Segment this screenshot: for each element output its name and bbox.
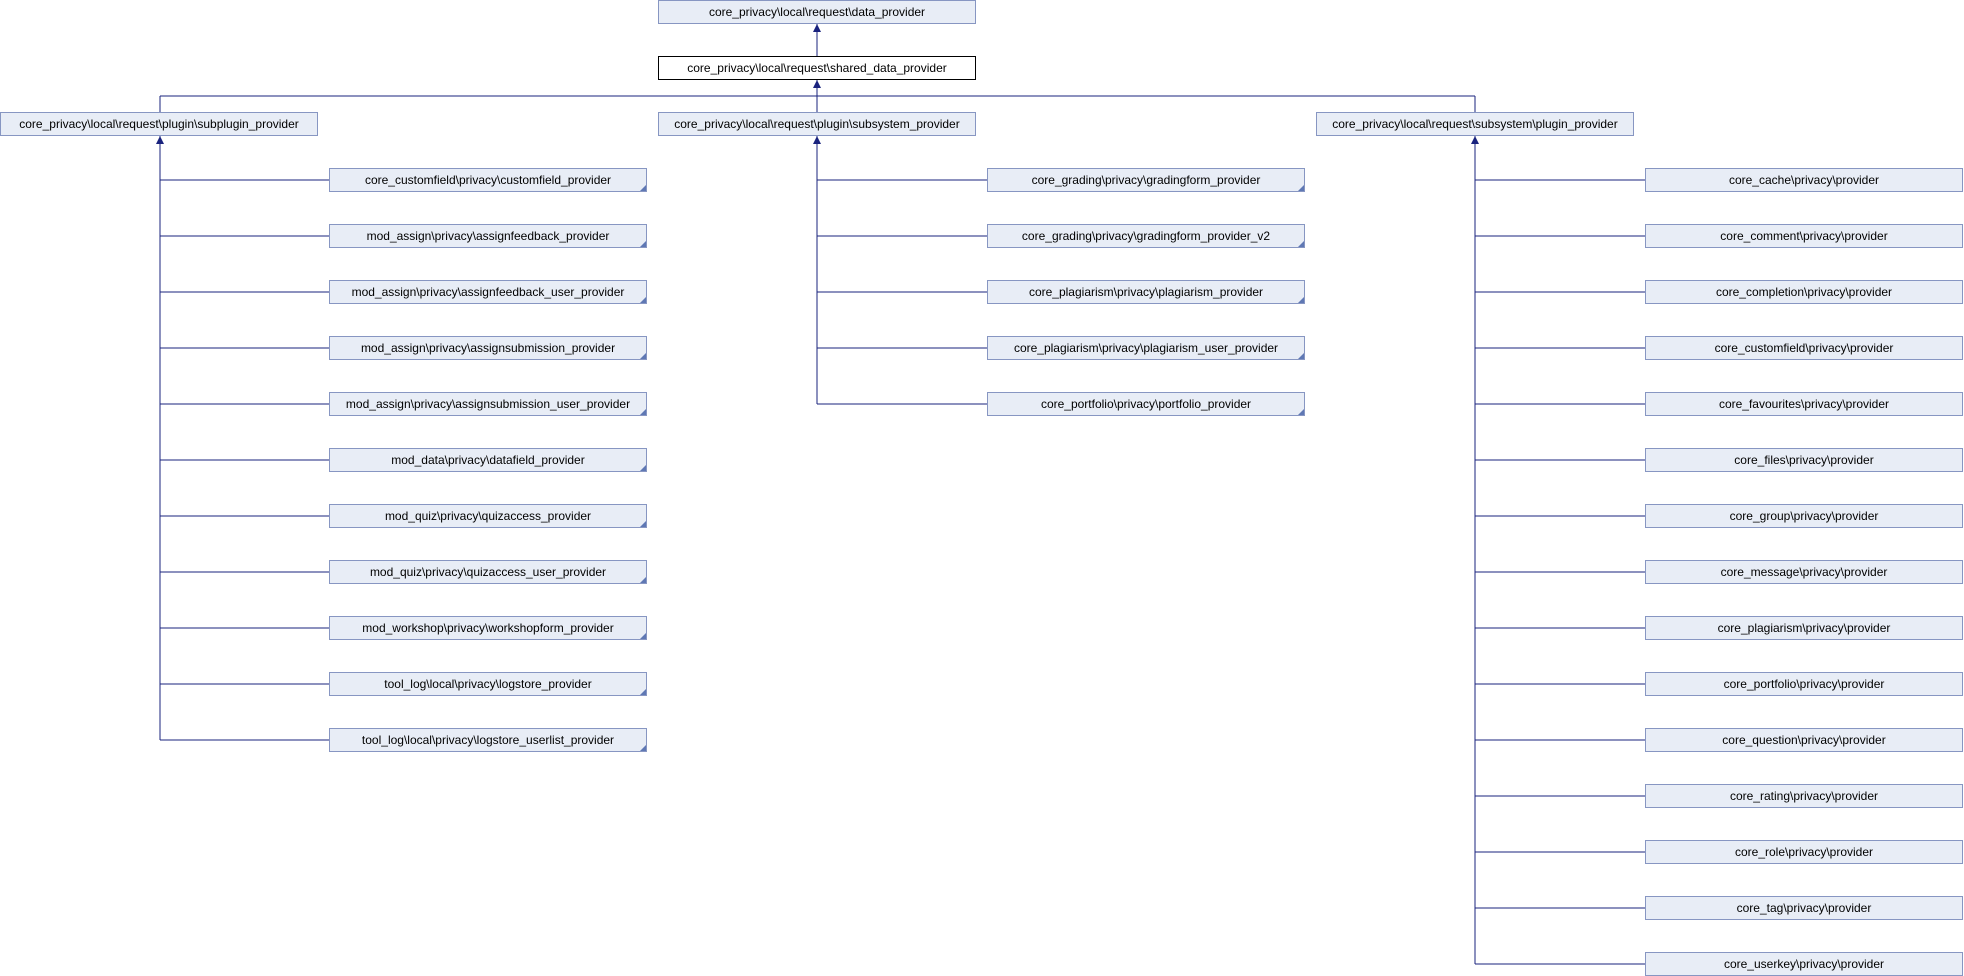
node-mod-assign-privacy-assignfeedback-provider[interactable]: mod_assign\privacy\assignfeedback_provid… bbox=[329, 224, 647, 248]
class-label: tool_log\local\privacy\logstore_userlist… bbox=[361, 733, 615, 747]
class-label: mod_assign\privacy\assignfeedback_provid… bbox=[366, 229, 610, 243]
fold-corner-icon bbox=[1298, 297, 1304, 303]
node-mod-assign-privacy-assignsubmission-user-provider[interactable]: mod_assign\privacy\assignsubmission_user… bbox=[329, 392, 647, 416]
fold-corner-icon bbox=[640, 577, 646, 583]
node-core-plagiarism-privacy-plagiarism-user-provider[interactable]: core_plagiarism\privacy\plagiarism_user_… bbox=[987, 336, 1305, 360]
class-label: core_plagiarism\privacy\plagiarism_provi… bbox=[1028, 285, 1264, 299]
fold-corner-icon bbox=[1298, 353, 1304, 359]
class-label: mod_data\privacy\datafield_provider bbox=[391, 453, 585, 467]
fold-corner-icon bbox=[1298, 241, 1304, 247]
node-mod-workshop-privacy-workshopform-provider[interactable]: mod_workshop\privacy\workshopform_provid… bbox=[329, 616, 647, 640]
node-core-grading-privacy-gradingform-provider-v2[interactable]: core_grading\privacy\gradingform_provide… bbox=[987, 224, 1305, 248]
class-label: core_customfield\privacy\customfield_pro… bbox=[364, 173, 612, 187]
class-label: core_portfolio\privacy\provider bbox=[1723, 677, 1885, 691]
fold-corner-icon bbox=[640, 185, 646, 191]
class-label: core_favourites\privacy\provider bbox=[1718, 397, 1890, 411]
triangle-arrow-icon bbox=[156, 136, 164, 144]
triangle-arrow-icon bbox=[813, 24, 821, 32]
class-label: mod_assign\privacy\assignsubmission_user… bbox=[345, 397, 631, 411]
node-core-plagiarism-privacy-provider[interactable]: core_plagiarism\privacy\provider bbox=[1645, 616, 1963, 640]
class-label: core_rating\privacy\provider bbox=[1729, 789, 1879, 803]
class-label: core_plagiarism\privacy\provider bbox=[1717, 621, 1891, 635]
node-core-files-privacy-provider[interactable]: core_files\privacy\provider bbox=[1645, 448, 1963, 472]
class-label: core_cache\privacy\provider bbox=[1728, 173, 1880, 187]
node-tool-log-local-privacy-logstore-provider[interactable]: tool_log\local\privacy\logstore_provider bbox=[329, 672, 647, 696]
node-mod-data-privacy-datafield-provider[interactable]: mod_data\privacy\datafield_provider bbox=[329, 448, 647, 472]
node-core-role-privacy-provider[interactable]: core_role\privacy\provider bbox=[1645, 840, 1963, 864]
class-label: mod_quiz\privacy\quizaccess_user_provide… bbox=[369, 565, 607, 579]
node-core-cache-privacy-provider[interactable]: core_cache\privacy\provider bbox=[1645, 168, 1963, 192]
class-label: mod_assign\privacy\assignsubmission_prov… bbox=[360, 341, 616, 355]
node-subsystem-provider[interactable]: core_privacy\local\request\plugin\subsys… bbox=[658, 112, 976, 136]
fold-corner-icon bbox=[640, 689, 646, 695]
node-core-group-privacy-provider[interactable]: core_group\privacy\provider bbox=[1645, 504, 1963, 528]
class-label: core_group\privacy\provider bbox=[1729, 509, 1879, 523]
class-label: core_comment\privacy\provider bbox=[1720, 229, 1888, 243]
class-label: tool_log\local\privacy\logstore_provider bbox=[384, 677, 592, 691]
node-core-userkey-privacy-provider[interactable]: core_userkey\privacy\provider bbox=[1645, 952, 1963, 976]
node-core-tag-privacy-provider[interactable]: core_tag\privacy\provider bbox=[1645, 896, 1963, 920]
fold-corner-icon bbox=[640, 409, 646, 415]
fold-corner-icon bbox=[640, 465, 646, 471]
fold-corner-icon bbox=[640, 297, 646, 303]
class-label: core_userkey\privacy\provider bbox=[1723, 957, 1885, 971]
class-label: core_grading\privacy\gradingform_provide… bbox=[1031, 173, 1261, 187]
triangle-arrow-icon bbox=[813, 80, 821, 88]
class-label: core_privacy\local\request\subsystem\plu… bbox=[1332, 117, 1618, 131]
class-label: core_privacy\local\request\shared_data_p… bbox=[687, 61, 947, 75]
class-label: core_role\privacy\provider bbox=[1734, 845, 1874, 859]
node-core-portfolio-privacy-provider[interactable]: core_portfolio\privacy\provider bbox=[1645, 672, 1963, 696]
node-core-grading-privacy-gradingform-provider[interactable]: core_grading\privacy\gradingform_provide… bbox=[987, 168, 1305, 192]
node-plugin-provider[interactable]: core_privacy\local\request\subsystem\plu… bbox=[1316, 112, 1634, 136]
node-core-customfield-privacy-provider[interactable]: core_customfield\privacy\provider bbox=[1645, 336, 1963, 360]
node-core-portfolio-privacy-portfolio-provider[interactable]: core_portfolio\privacy\portfolio_provide… bbox=[987, 392, 1305, 416]
class-label: core_customfield\privacy\provider bbox=[1714, 341, 1894, 355]
class-label: mod_quiz\privacy\quizaccess_provider bbox=[384, 509, 592, 523]
node-mod-assign-privacy-assignsubmission-provider[interactable]: mod_assign\privacy\assignsubmission_prov… bbox=[329, 336, 647, 360]
class-label: core_tag\privacy\provider bbox=[1736, 901, 1872, 915]
node-data-provider[interactable]: core_privacy\local\request\data_provider bbox=[658, 0, 976, 24]
node-core-customfield-privacy-customfield-provider[interactable]: core_customfield\privacy\customfield_pro… bbox=[329, 168, 647, 192]
node-subplugin-provider[interactable]: core_privacy\local\request\plugin\subplu… bbox=[0, 112, 318, 136]
node-core-message-privacy-provider[interactable]: core_message\privacy\provider bbox=[1645, 560, 1963, 584]
fold-corner-icon bbox=[1298, 409, 1304, 415]
fold-corner-icon bbox=[1298, 185, 1304, 191]
node-mod-quiz-privacy-quizaccess-provider[interactable]: mod_quiz\privacy\quizaccess_provider bbox=[329, 504, 647, 528]
node-core-rating-privacy-provider[interactable]: core_rating\privacy\provider bbox=[1645, 784, 1963, 808]
class-label: core_grading\privacy\gradingform_provide… bbox=[1021, 229, 1271, 243]
node-core-comment-privacy-provider[interactable]: core_comment\privacy\provider bbox=[1645, 224, 1963, 248]
class-label: core_files\privacy\provider bbox=[1734, 453, 1874, 467]
node-core-favourites-privacy-provider[interactable]: core_favourites\privacy\provider bbox=[1645, 392, 1963, 416]
node-core-completion-privacy-provider[interactable]: core_completion\privacy\provider bbox=[1645, 280, 1963, 304]
fold-corner-icon bbox=[640, 633, 646, 639]
class-label: mod_assign\privacy\assignfeedback_user_p… bbox=[351, 285, 625, 299]
fold-corner-icon bbox=[640, 521, 646, 527]
fold-corner-icon bbox=[640, 241, 646, 247]
node-core-plagiarism-privacy-plagiarism-provider[interactable]: core_plagiarism\privacy\plagiarism_provi… bbox=[987, 280, 1305, 304]
node-mod-quiz-privacy-quizaccess-user-provider[interactable]: mod_quiz\privacy\quizaccess_user_provide… bbox=[329, 560, 647, 584]
triangle-arrow-icon bbox=[1471, 136, 1479, 144]
class-label: core_question\privacy\provider bbox=[1722, 733, 1886, 747]
class-label: core_portfolio\privacy\portfolio_provide… bbox=[1040, 397, 1252, 411]
node-shared-data-provider[interactable]: core_privacy\local\request\shared_data_p… bbox=[658, 56, 976, 80]
class-label: core_completion\privacy\provider bbox=[1715, 285, 1893, 299]
class-label: mod_workshop\privacy\workshopform_provid… bbox=[362, 621, 614, 635]
node-tool-log-local-privacy-logstore-userlist-provider[interactable]: tool_log\local\privacy\logstore_userlist… bbox=[329, 728, 647, 752]
class-label: core_plagiarism\privacy\plagiarism_user_… bbox=[1013, 341, 1279, 355]
fold-corner-icon bbox=[640, 745, 646, 751]
class-label: core_message\privacy\provider bbox=[1720, 565, 1888, 579]
class-label: core_privacy\local\request\plugin\subplu… bbox=[19, 117, 299, 131]
triangle-arrow-icon bbox=[813, 136, 821, 144]
node-mod-assign-privacy-assignfeedback-user-provider[interactable]: mod_assign\privacy\assignfeedback_user_p… bbox=[329, 280, 647, 304]
node-core-question-privacy-provider[interactable]: core_question\privacy\provider bbox=[1645, 728, 1963, 752]
class-label: core_privacy\local\request\data_provider bbox=[708, 5, 926, 19]
class-label: core_privacy\local\request\plugin\subsys… bbox=[674, 117, 960, 131]
fold-corner-icon bbox=[640, 353, 646, 359]
